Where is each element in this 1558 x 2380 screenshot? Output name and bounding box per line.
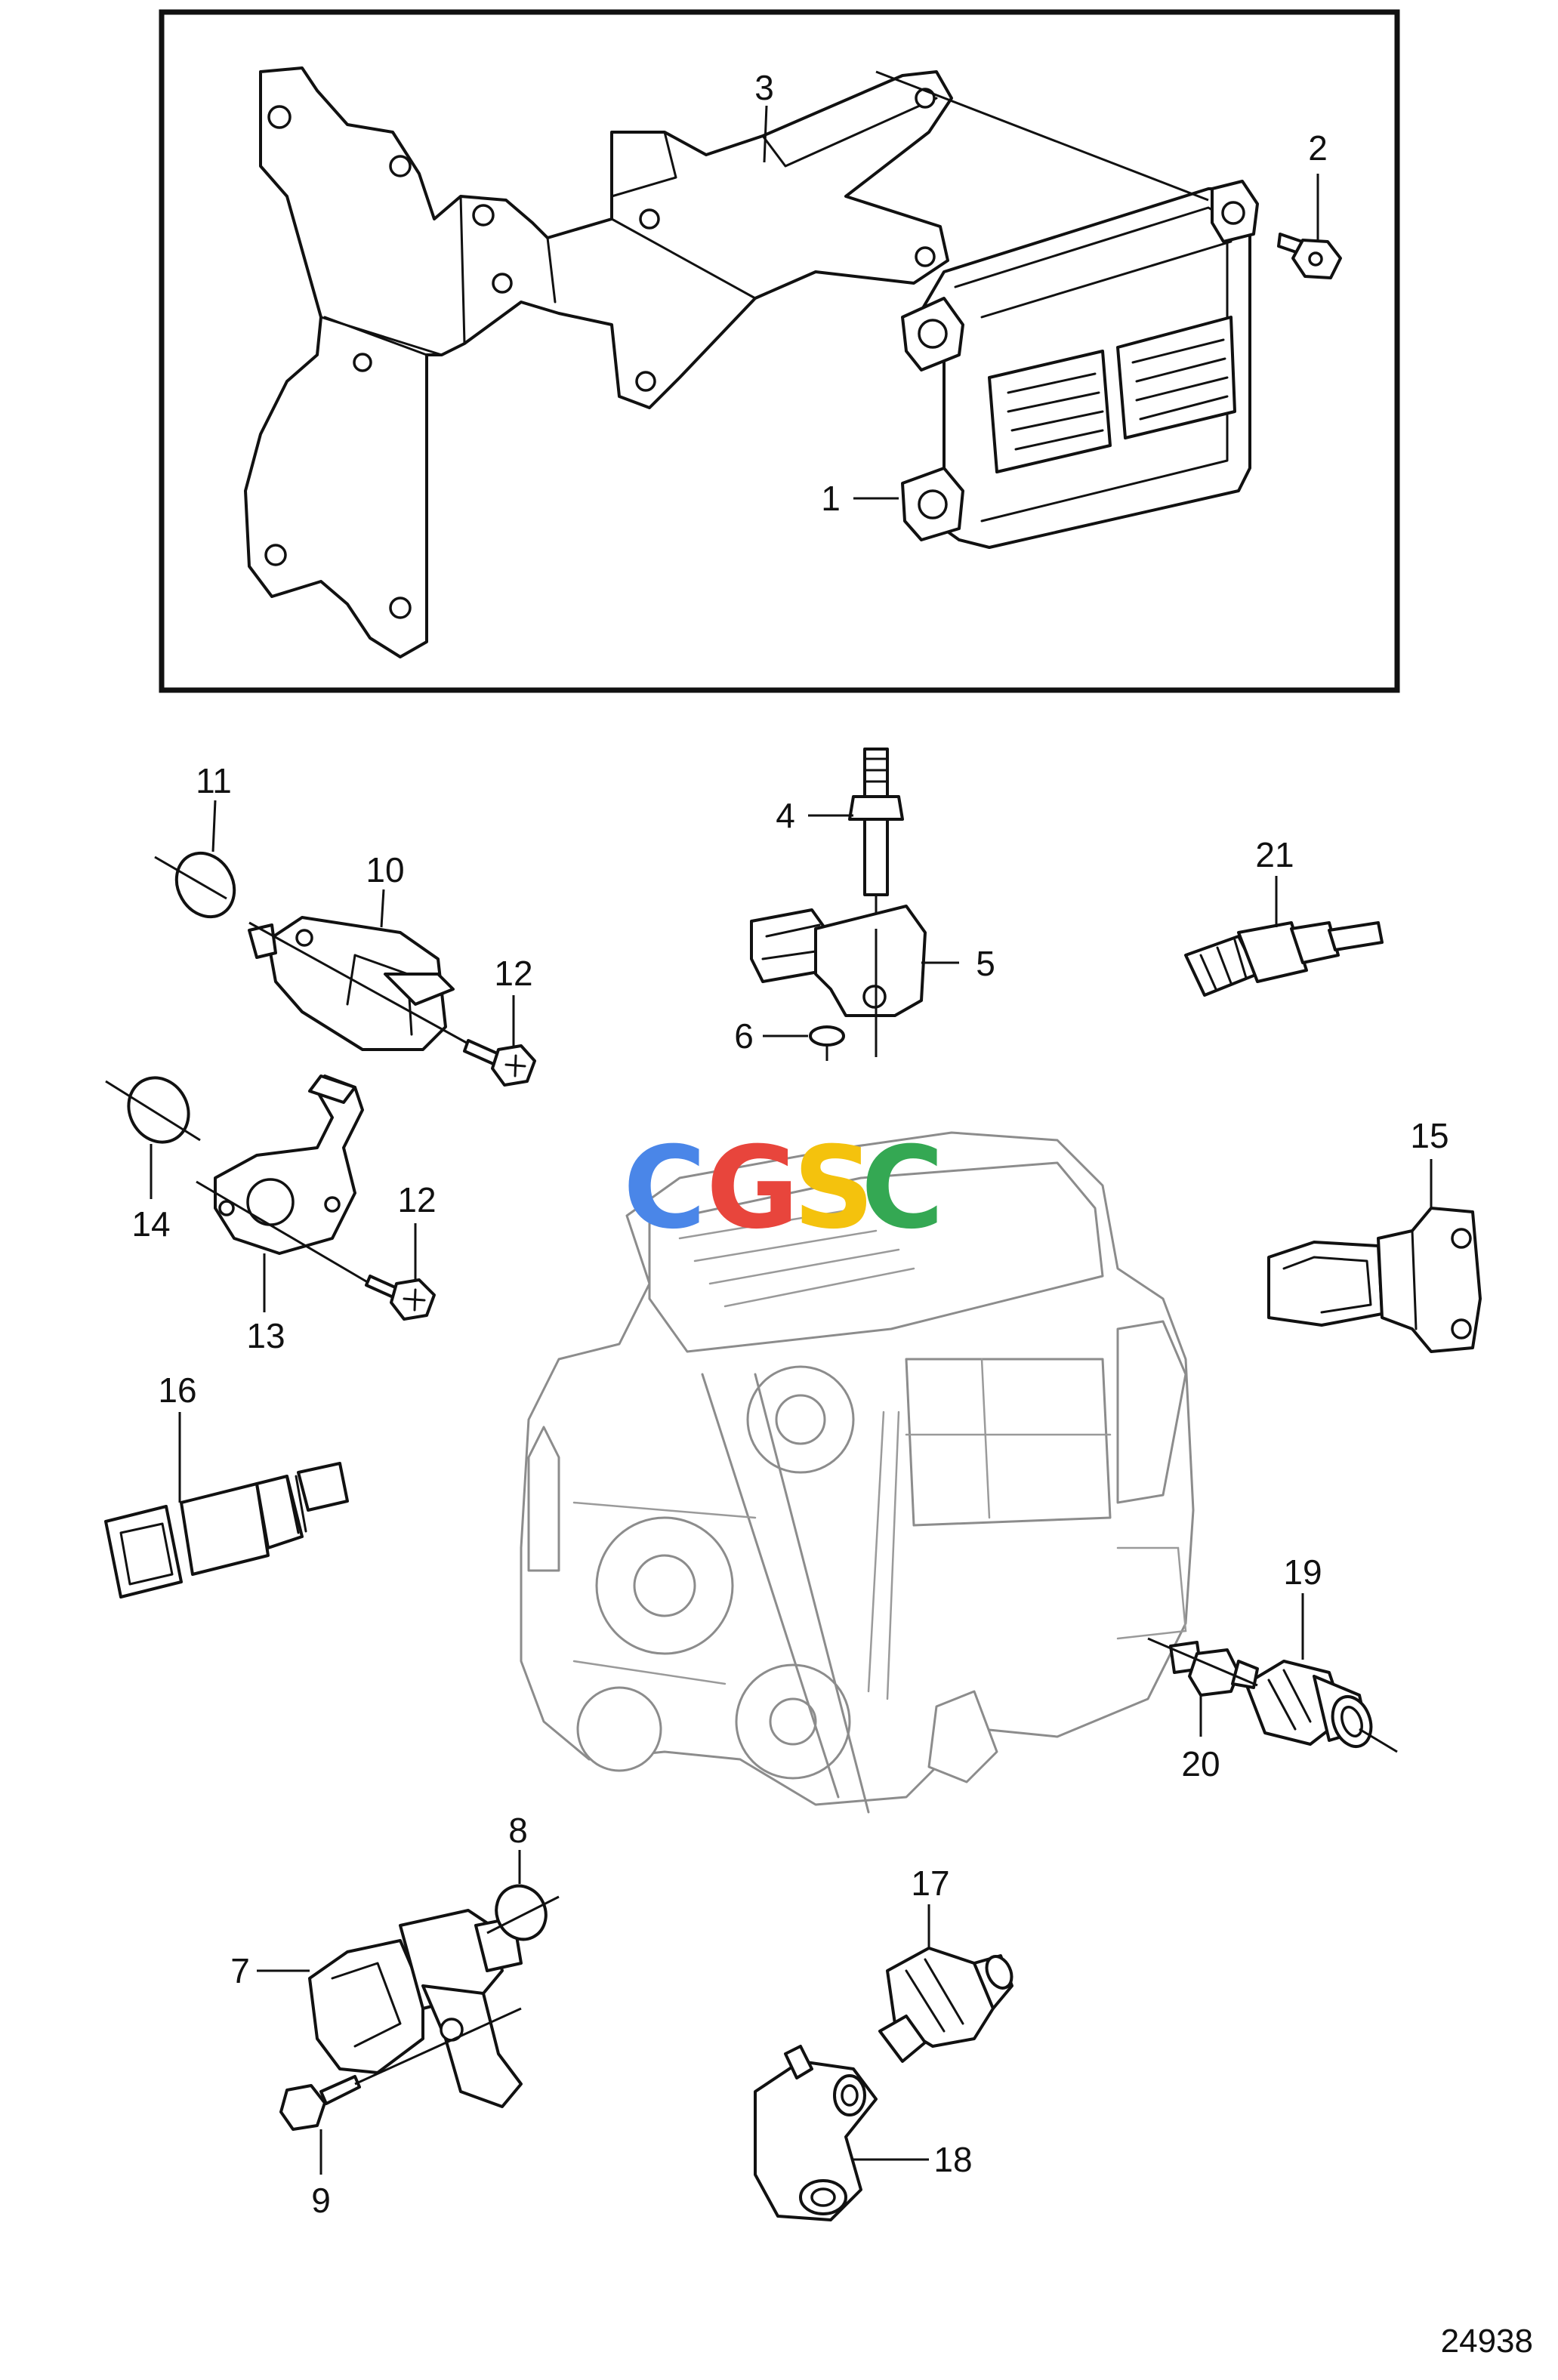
callout-15: 15 <box>1410 1116 1448 1155</box>
sensor-21 <box>1184 876 1384 997</box>
watermark-letter-s: S <box>793 1123 875 1254</box>
bolt-9 <box>279 2007 522 2175</box>
callout-3: 3 <box>754 68 774 107</box>
callout-7: 7 <box>230 1951 250 1990</box>
sensor-13 <box>196 1074 371 1312</box>
callout-1: 1 <box>821 479 841 518</box>
callout-8: 8 <box>508 1811 528 1850</box>
sensor-5 <box>750 905 959 1057</box>
ecu-bolt <box>1277 233 1342 279</box>
callout-21: 21 <box>1255 835 1294 874</box>
callout-17: 17 <box>911 1864 949 1903</box>
callout-14: 14 <box>131 1204 170 1244</box>
o-ring-14 <box>105 1076 201 1199</box>
sensor-19 <box>1245 1593 1398 1753</box>
mounting-bracket <box>244 66 953 658</box>
sensor-15 <box>1267 1159 1482 1353</box>
callout-5: 5 <box>976 944 995 983</box>
callout-12-upper: 12 <box>494 954 532 993</box>
o-ring-8 <box>486 1850 560 1941</box>
callout-19: 19 <box>1283 1552 1322 1592</box>
fitting-20 <box>1147 1637 1259 1737</box>
callout-2: 2 <box>1308 128 1328 168</box>
watermark-letter-g: G <box>706 1123 799 1254</box>
control-unit-frame <box>159 9 1400 693</box>
screw-12b <box>365 1223 436 1321</box>
sensor-10 <box>248 889 473 1051</box>
callout-9: 9 <box>311 2181 331 2220</box>
watermark-letter-c1: C <box>623 1123 706 1254</box>
o-ring-11 <box>154 800 236 919</box>
adapter-18 <box>754 2045 929 2221</box>
figure-reference-number: 24938 <box>1441 2323 1533 2360</box>
callout-6: 6 <box>734 1016 754 1056</box>
stud-4 <box>808 748 904 929</box>
sensor-7 <box>257 1909 523 2108</box>
watermark-cgsc: C G S C <box>623 1123 944 1254</box>
sensor-17 <box>878 1904 1013 2063</box>
callout-4: 4 <box>776 796 795 835</box>
callout-16: 16 <box>158 1370 196 1410</box>
callout-18: 18 <box>933 2140 972 2179</box>
engine-illustration <box>520 1131 1195 1814</box>
watermark-letter-c2: C <box>861 1123 944 1254</box>
engine-control-unit <box>901 180 1259 549</box>
callout-11: 11 <box>196 761 232 800</box>
screw-12a <box>463 995 536 1087</box>
callout-10: 10 <box>366 850 404 889</box>
callout-12-lower: 12 <box>397 1180 436 1219</box>
sensor-16 <box>104 1412 349 1598</box>
callout-13: 13 <box>246 1316 285 1355</box>
o-ring-6 <box>763 1025 845 1061</box>
callout-20: 20 <box>1181 1744 1220 1783</box>
